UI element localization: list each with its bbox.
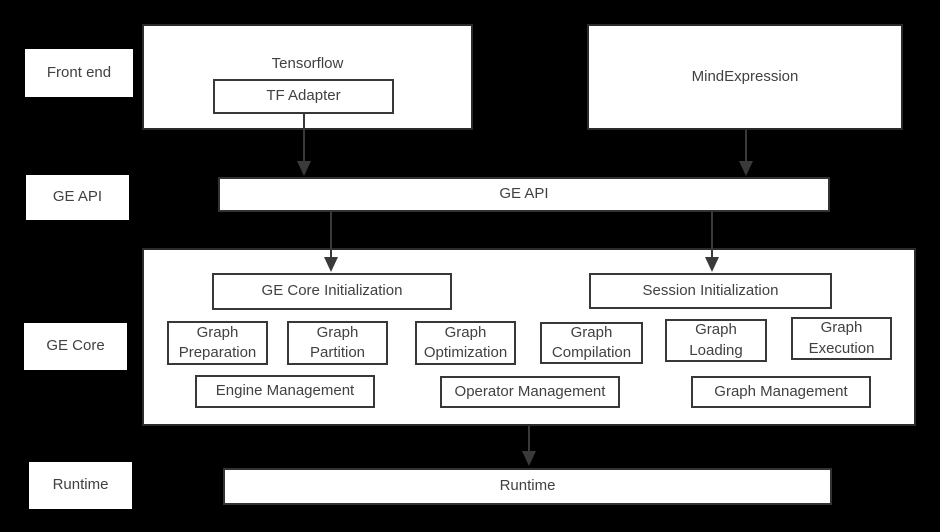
arrow-stem [745, 130, 747, 161]
graph-management-box: Graph Management [691, 376, 871, 408]
ge-api-bar: GE API [218, 177, 830, 212]
row-label-ge-api: GE API [26, 175, 129, 220]
runtime-bar-label: Runtime [499, 477, 556, 495]
arrow-head [522, 451, 536, 466]
ge-api-bar-label: GE API [499, 185, 549, 203]
operator-management-box: Operator Management [440, 376, 620, 408]
tf-adapter-box: TF Adapter [213, 79, 394, 114]
arrow-stem [528, 426, 530, 451]
graph-loading-label: Graph Loading [689, 321, 743, 359]
graph-compilation-box: Graph Compilation [540, 322, 643, 364]
arrow-ge-api-to-ge-core-initialization-icon [323, 212, 339, 272]
ge-core-initialization-box: GE Core Initialization [212, 273, 452, 310]
arrow-head [297, 161, 311, 176]
arrow-ge-core-to-runtime-icon [521, 426, 537, 466]
arrow-stem [303, 114, 305, 161]
graph-partition-label: Graph Partition [309, 323, 366, 361]
ge-core-initialization-label: GE Core Initialization [261, 282, 403, 300]
row-label-ge-core-text: GE Core [46, 337, 105, 355]
graph-loading-box: Graph Loading [665, 319, 767, 362]
graph-optimization-label: Graph Optimization [423, 323, 508, 361]
arrow-stem [711, 212, 713, 257]
row-label-ge-core: GE Core [24, 323, 127, 370]
mindexpression-box: MindExpression [587, 24, 903, 130]
arrow-head [324, 257, 338, 272]
mindexpression-label: MindExpression [691, 67, 799, 85]
engine-management-box: Engine Management [195, 375, 375, 408]
arrow-mindexpression-to-ge-api-icon [738, 130, 754, 176]
engine-management-label: Engine Management [215, 382, 355, 400]
row-label-ge-api-text: GE API [52, 188, 103, 206]
graph-partition-box: Graph Partition [287, 321, 388, 365]
graph-preparation-box: Graph Preparation [167, 321, 268, 365]
row-label-runtime: Runtime [29, 462, 132, 509]
tensorflow-title: Tensorflow [271, 55, 344, 72]
row-label-runtime-text: Runtime [52, 476, 109, 494]
row-label-front-end: Front end [25, 49, 133, 97]
arrow-head [705, 257, 719, 272]
runtime-bar: Runtime [223, 468, 832, 505]
tf-adapter-label: TF Adapter [266, 87, 341, 105]
graph-compilation-label: Graph Compilation [551, 323, 632, 361]
graph-execution-box: Graph Execution [791, 317, 892, 360]
graph-execution-label: Graph Execution [808, 319, 875, 357]
graph-management-label: Graph Management [714, 382, 848, 400]
graph-preparation-label: Graph Preparation [178, 323, 257, 361]
arrow-stem [330, 212, 332, 257]
graph-optimization-box: Graph Optimization [415, 321, 516, 365]
session-initialization-label: Session Initialization [642, 281, 779, 299]
arrow-tf-adapter-to-ge-api-icon [296, 114, 312, 176]
row-label-front-end-text: Front end [46, 63, 112, 81]
operator-management-label: Operator Management [454, 382, 606, 400]
arrow-ge-api-to-session-initialization-icon [704, 212, 720, 272]
arrow-head [739, 161, 753, 176]
session-initialization-box: Session Initialization [589, 273, 832, 309]
